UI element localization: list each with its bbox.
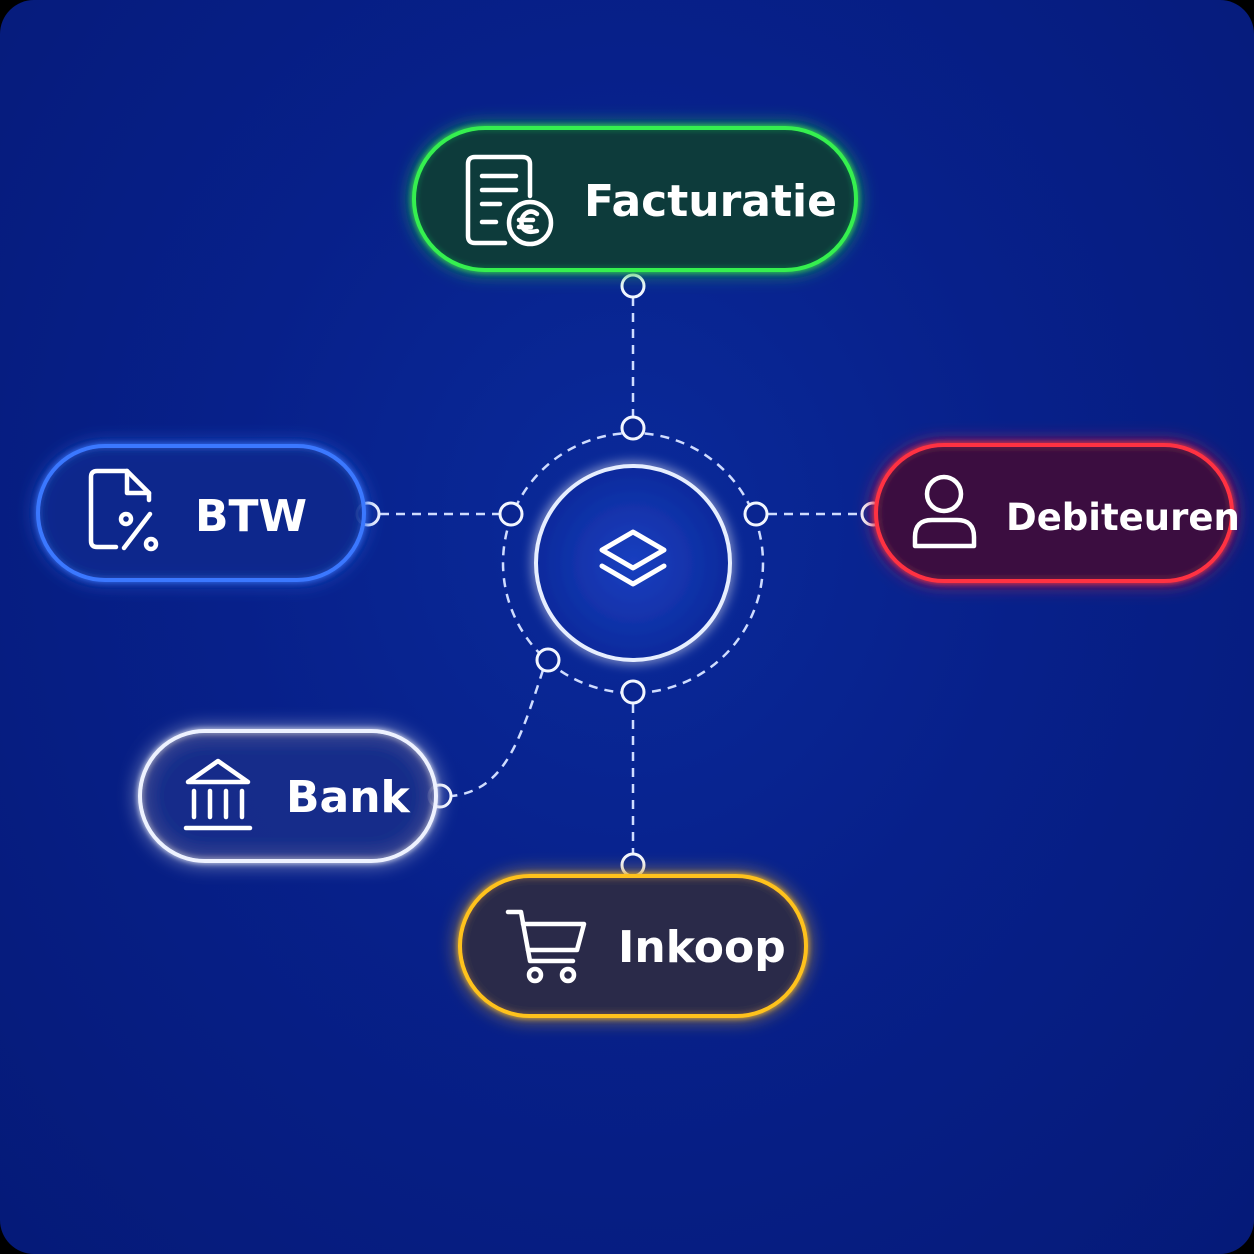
- node-bank[interactable]: Bank: [138, 729, 438, 863]
- node-btw-label: BTW: [195, 491, 307, 542]
- node-debiteuren[interactable]: Debiteuren: [874, 443, 1240, 583]
- layers-icon: [599, 529, 667, 587]
- port-hub-right: [743, 501, 769, 527]
- port-hub-bank: [535, 647, 561, 673]
- port-facturatie-node: [620, 273, 646, 299]
- node-inkoop[interactable]: Inkoop: [458, 874, 808, 1018]
- node-facturatie-pill: [412, 126, 858, 272]
- percent-document-icon: [88, 468, 159, 552]
- port-hub-bottom: [620, 679, 646, 705]
- port-hub-left: [498, 501, 524, 527]
- node-btw[interactable]: BTW: [36, 444, 366, 582]
- node-bank-label: Bank: [286, 772, 412, 823]
- node-inkoop-label: Inkoop: [618, 922, 786, 973]
- shopping-cart-icon: [505, 909, 587, 984]
- hub: [501, 431, 765, 695]
- node-debiteuren-label: Debiteuren: [1006, 496, 1240, 539]
- hub-core[interactable]: [534, 464, 732, 662]
- node-inkoop-pill: [458, 874, 808, 1018]
- port-inkoop-node: [620, 852, 646, 878]
- user-icon: [912, 474, 977, 549]
- node-facturatie-label: Facturatie: [584, 176, 837, 227]
- node-btw-pill: [36, 444, 366, 582]
- port-hub-top: [620, 415, 646, 441]
- node-facturatie[interactable]: Facturatie: [412, 126, 858, 272]
- connector-bank: [451, 669, 545, 798]
- connectors: [380, 297, 862, 853]
- invoice-euro-icon: [465, 154, 554, 247]
- bank-icon: [183, 758, 253, 831]
